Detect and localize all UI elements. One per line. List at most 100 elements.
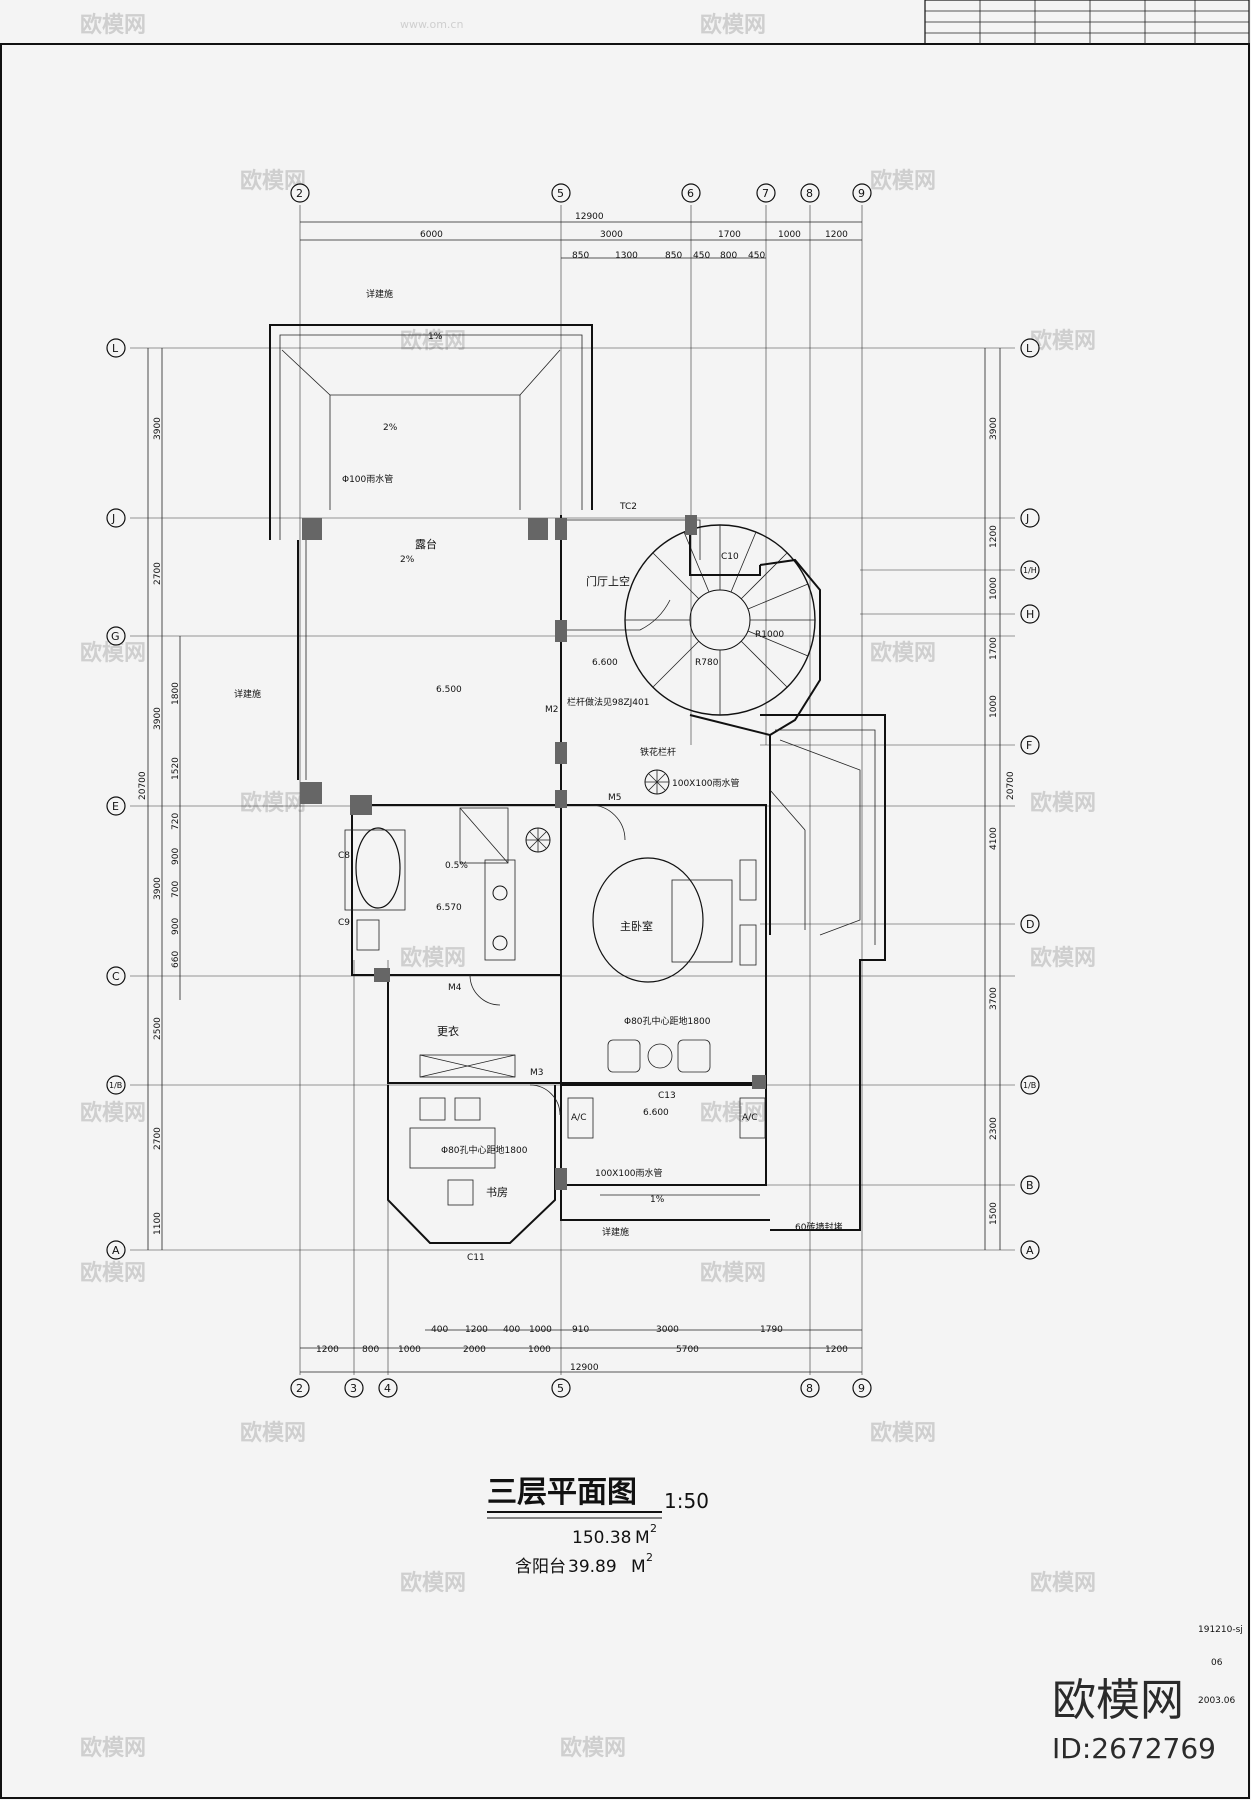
window-c9: C9 xyxy=(338,918,350,928)
dim-top-10: 800 xyxy=(720,251,737,261)
axis-top-9: 9 xyxy=(852,183,872,203)
room-labels: 露台 门厅上空 主卧室 更衣 书房 xyxy=(415,537,653,1199)
column xyxy=(302,518,322,540)
balcony-prefix: 含阳台 xyxy=(515,1557,566,1577)
floor-area: 150.38 xyxy=(572,1528,631,1548)
svg-text:H: H xyxy=(1026,608,1034,621)
dim-bot-4: 1000 xyxy=(529,1325,552,1335)
axis-right-H: H xyxy=(1020,604,1040,624)
brand-id: ID:2672769 xyxy=(1052,1732,1216,1765)
svg-text:J: J xyxy=(1025,512,1029,525)
dim-left-13: 900 xyxy=(171,918,181,935)
note-slope-2a: 2% xyxy=(383,423,398,433)
shower xyxy=(459,807,509,864)
brand-name: 欧模网 xyxy=(1052,1675,1184,1726)
brand-watermark: 欧模网 ID:2672769 xyxy=(1052,1675,1216,1765)
toilet xyxy=(356,919,380,951)
dim-right-5: 1000 xyxy=(989,695,999,718)
svg-text:欧模网: 欧模网 xyxy=(80,1735,146,1761)
column xyxy=(555,1168,567,1190)
column xyxy=(752,1075,766,1089)
wm-url: www.om.cn xyxy=(400,18,463,31)
svg-text:L: L xyxy=(112,342,119,355)
dim-bot-13: 5700 xyxy=(676,1345,699,1355)
note-slope-05: 0.5% xyxy=(445,861,468,871)
axis-top-6: 6 xyxy=(681,183,701,203)
note-drain-pipe: Φ100雨水管 xyxy=(342,473,393,485)
svg-text:欧模网: 欧模网 xyxy=(80,1100,146,1126)
dim-bot-7: 1790 xyxy=(760,1325,783,1335)
dim-top-8: 850 xyxy=(665,251,682,261)
dim-bot-14: 1200 xyxy=(825,1345,848,1355)
round-bed xyxy=(592,857,704,983)
axis-left-A: A xyxy=(106,1240,126,1260)
column xyxy=(685,515,697,535)
svg-text:6: 6 xyxy=(687,187,694,200)
dim-left-5: 2500 xyxy=(153,1017,163,1040)
svg-text:欧模网: 欧模网 xyxy=(400,328,466,354)
dim-bot-1: 400 xyxy=(431,1325,448,1335)
stair-treads xyxy=(625,525,815,715)
svg-text:欧模网: 欧模网 xyxy=(240,790,306,816)
svg-text:欧模网: 欧模网 xyxy=(700,1100,766,1126)
svg-text:3: 3 xyxy=(350,1382,357,1395)
dim-top-7: 1300 xyxy=(615,251,638,261)
dim-right-total: 20700 xyxy=(1006,771,1016,800)
dim-right-7: 3700 xyxy=(989,987,999,1010)
sheet-frame xyxy=(0,43,1250,1799)
note-ac-b: A/C xyxy=(742,1113,757,1123)
svg-text:欧模网: 欧模网 xyxy=(1030,328,1096,354)
svg-text:D: D xyxy=(1026,918,1034,931)
dim-right-4: 1700 xyxy=(989,637,999,660)
note-fire-seal: 60砖墙封堵 xyxy=(795,1221,842,1233)
svg-text:5: 5 xyxy=(557,1382,564,1395)
dim-left-9: 1520 xyxy=(171,757,181,780)
svg-text:L: L xyxy=(1026,342,1033,355)
svg-text:欧模网: 欧模网 xyxy=(700,1260,766,1286)
bathtub xyxy=(355,827,401,909)
note-ac-hole-b: Φ80孔中心距地1800 xyxy=(441,1144,528,1156)
svg-text:7: 7 xyxy=(762,187,769,200)
dim-left-total: 20700 xyxy=(138,771,148,800)
note-level-657: 6.570 xyxy=(436,903,462,913)
room-master-bedroom: 主卧室 xyxy=(620,919,653,933)
window-c11: C11 xyxy=(467,1253,485,1263)
note-ac-hole-a: Φ80孔中心距地1800 xyxy=(624,1015,711,1027)
svg-text:2: 2 xyxy=(296,187,303,200)
dim-top-3: 1700 xyxy=(718,230,741,240)
window-c8: C8 xyxy=(338,851,350,861)
dim-bot-9: 800 xyxy=(362,1345,379,1355)
dim-right-8: 2300 xyxy=(989,1117,999,1140)
note-pipe-100b: 100X100雨水管 xyxy=(595,1167,663,1179)
axis-right-A: A xyxy=(1020,1240,1040,1260)
svg-text:9: 9 xyxy=(858,187,865,200)
drawing-scale: 1:50 xyxy=(664,1489,709,1513)
room-study: 书房 xyxy=(486,1186,508,1199)
dim-left-10: 720 xyxy=(171,813,181,830)
dim-left-12: 700 xyxy=(171,881,181,898)
column xyxy=(350,795,372,815)
svg-text:E: E xyxy=(112,800,119,813)
svg-text:欧模网: 欧模网 xyxy=(870,640,936,666)
note-level-660b: 6.600 xyxy=(643,1108,669,1118)
revision-table xyxy=(924,0,1250,45)
axis-top-5: 5 xyxy=(551,183,571,203)
note-stair-r2: R780 xyxy=(695,658,719,668)
svg-text:5: 5 xyxy=(557,187,564,200)
note-slope-1a: 1% xyxy=(428,332,443,342)
svg-text:B: B xyxy=(1026,1179,1034,1192)
dim-left-1: 3900 xyxy=(153,417,163,440)
svg-text:欧模网: 欧模网 xyxy=(1030,945,1096,971)
window-c10: C10 xyxy=(721,552,739,562)
axis-right-L: L xyxy=(1020,338,1040,358)
dim-bot-11: 2000 xyxy=(463,1345,486,1355)
note-railing: 栏杆做法见98ZJ401 xyxy=(567,696,649,708)
dim-top-2: 3000 xyxy=(600,230,623,240)
axis-top-2: 2 xyxy=(290,183,310,203)
axis-left-J: J xyxy=(106,508,126,528)
watermarks: 欧模网欧模网 www.om.cn 欧模网欧模网 欧模网欧模网 欧模网欧模网 欧模… xyxy=(80,12,1096,1761)
axis-left-G: G xyxy=(106,626,126,646)
note-slope-2b: 2% xyxy=(400,555,415,565)
dim-right-1: 3900 xyxy=(989,417,999,440)
